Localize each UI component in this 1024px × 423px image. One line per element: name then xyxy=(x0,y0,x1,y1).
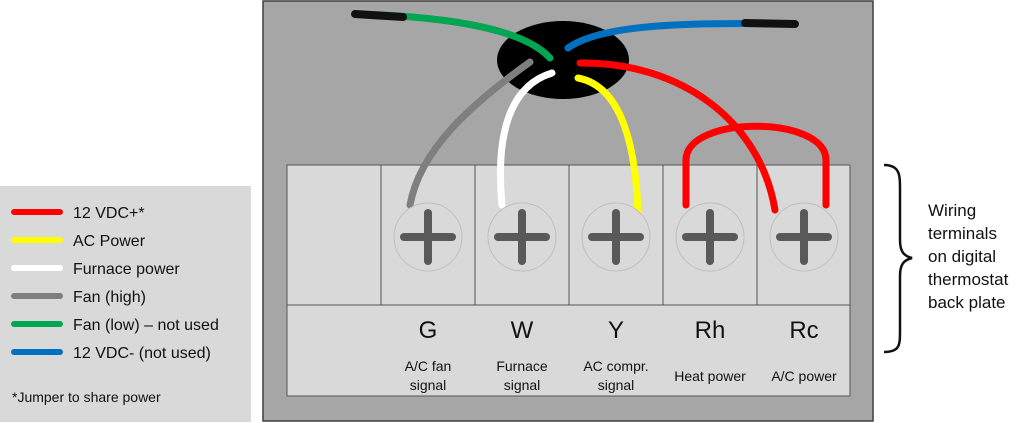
wire-white xyxy=(496,69,556,209)
side-label-line: thermostat xyxy=(928,270,1009,289)
terminal-screw xyxy=(487,202,557,272)
terminal-description: signal xyxy=(598,377,635,393)
legend-label: AC Power xyxy=(73,233,146,250)
terminal-screw xyxy=(675,202,745,272)
wire-red-jumper xyxy=(682,122,830,209)
legend-label: Fan (high) xyxy=(73,289,146,306)
legend-item: AC Power xyxy=(11,233,146,250)
wire-red-main xyxy=(576,59,779,214)
legend-item: 12 VDC+* xyxy=(11,205,145,222)
legend-label: 12 VDC+* xyxy=(73,205,145,222)
terminal-description: AC compr. xyxy=(583,358,648,374)
terminal-screws xyxy=(393,202,839,272)
legend-box xyxy=(0,186,251,422)
terminal-screw xyxy=(769,202,839,272)
legend-item: 12 VDC- (not used) xyxy=(11,345,211,362)
side-label-line: on digital xyxy=(928,247,996,266)
legend-item: Fan (high) xyxy=(11,289,146,306)
terminal-block xyxy=(286,164,851,397)
legend-label: 12 VDC- (not used) xyxy=(73,345,211,362)
terminal-labels: G A/C fan signal W Furnace signal Y AC compr. si… xyxy=(405,317,837,393)
wire-blue-end xyxy=(741,19,799,28)
legend-item: Fan (low) – not used xyxy=(11,317,219,334)
legend-label: Fan (low) – not used xyxy=(73,317,219,334)
terminal-letter: G xyxy=(419,317,438,344)
side-label-line: back plate xyxy=(928,293,1006,312)
terminal-description: signal xyxy=(504,377,541,393)
wire-gray xyxy=(406,58,534,209)
terminal-description: Furnace xyxy=(496,358,548,374)
wires xyxy=(351,10,830,216)
side-label: Wiring terminals on digital thermostat back … xyxy=(928,201,1009,312)
terminal-description: A/C power xyxy=(771,368,837,384)
wire-yellow xyxy=(574,74,642,216)
terminal-screw xyxy=(581,202,651,272)
terminal-letter: Rc xyxy=(789,317,818,344)
brace-icon xyxy=(883,163,913,354)
terminal-letter: W xyxy=(511,317,534,344)
terminal-letter: Rh xyxy=(695,317,726,344)
legend-label: Furnace power xyxy=(73,261,180,278)
wire-green-end xyxy=(351,10,407,21)
terminal-description: A/C fan xyxy=(405,358,452,374)
side-label-line: terminals xyxy=(928,224,997,243)
terminal-letter: Y xyxy=(608,317,624,344)
terminal-description: signal xyxy=(410,377,447,393)
legend-note: *Jumper to share power xyxy=(12,389,161,405)
terminal-description: Heat power xyxy=(674,368,746,384)
terminal-screw xyxy=(393,202,463,272)
side-label-line: Wiring xyxy=(928,201,976,220)
legend-item: Furnace power xyxy=(11,261,180,278)
